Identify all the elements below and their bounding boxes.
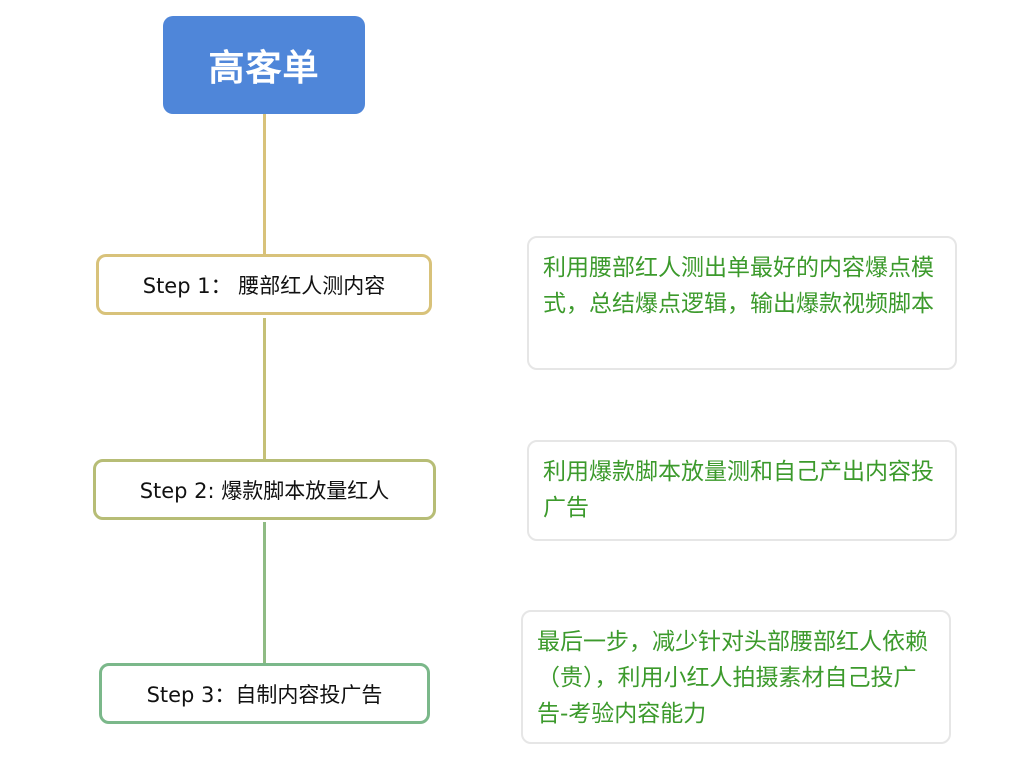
step-3-note: 最后一步，减少针对头部腰部红人依赖（贵），利用小红人拍摄素材自己投广告-考验内容… [521, 610, 951, 744]
step-1-label: Step 1： 腰部红人测内容 [142, 273, 386, 298]
step-1-node: Step 1： 腰部红人测内容 [96, 254, 432, 315]
step-3-node: Step 3：自制内容投广告 [99, 663, 430, 724]
connector-step2-step3 [263, 522, 266, 664]
step-3-note-text: 最后一步，减少针对头部腰部红人依赖（贵），利用小红人拍摄素材自己投广告-考验内容… [537, 629, 928, 727]
step-2-note-text: 利用爆款脚本放量测和自己产出内容投广告 [543, 459, 934, 521]
connector-step1-step2 [263, 318, 266, 460]
step-2-label: Step 2: 爆款脚本放量红人 [139, 478, 390, 503]
root-label: 高客单 [208, 48, 320, 89]
step-1-note: 利用腰部红人测出单最好的内容爆点模式，总结爆点逻辑，输出爆款视频脚本 [527, 236, 957, 370]
step-2-note: 利用爆款脚本放量测和自己产出内容投广告 [527, 440, 957, 541]
step-2-node: Step 2: 爆款脚本放量红人 [93, 459, 436, 520]
root-node: 高客单 [163, 16, 365, 114]
connector-root-step1 [263, 114, 266, 254]
step-3-label: Step 3：自制内容投广告 [146, 682, 383, 707]
step-1-note-text: 利用腰部红人测出单最好的内容爆点模式，总结爆点逻辑，输出爆款视频脚本 [543, 255, 934, 317]
